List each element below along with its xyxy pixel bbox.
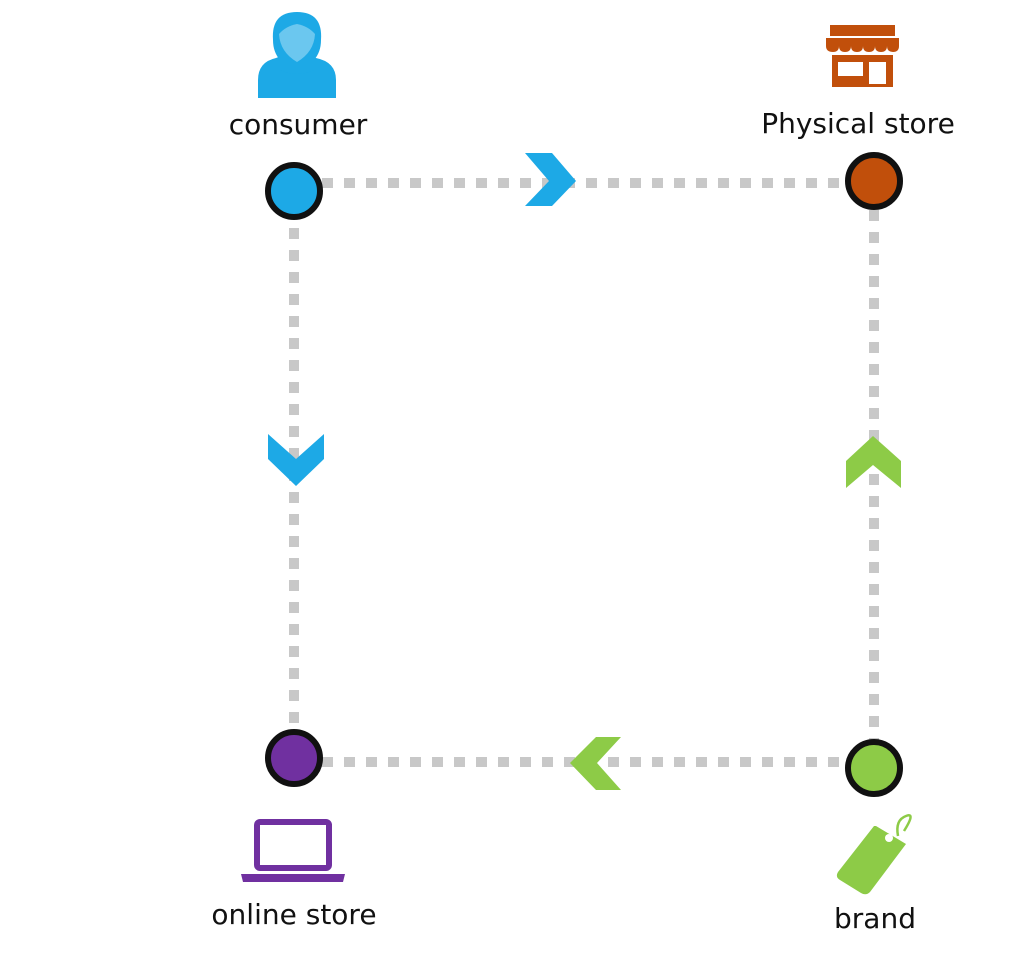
chevron-right-icon: [525, 153, 576, 206]
connector-lines: [289, 178, 879, 767]
node-physical-store: [845, 152, 903, 210]
online-store-label: online store: [211, 898, 376, 931]
price-tag-icon: [836, 814, 912, 895]
consumer-label: consumer: [229, 108, 368, 141]
laptop-icon: [241, 819, 345, 882]
node-online-store: [265, 729, 323, 787]
chevron-up-icon: [846, 436, 901, 488]
storefront-icon: [826, 25, 899, 87]
node-brand: [845, 739, 903, 797]
node-consumer: [265, 162, 323, 220]
chevron-down-icon: [268, 434, 324, 486]
chevron-left-icon: [570, 737, 621, 790]
person-icon: [258, 12, 336, 98]
physical-store-label: Physical store: [761, 107, 955, 140]
brand-label: brand: [834, 902, 916, 935]
direction-arrows: [268, 153, 901, 790]
node-markers: [265, 152, 903, 797]
